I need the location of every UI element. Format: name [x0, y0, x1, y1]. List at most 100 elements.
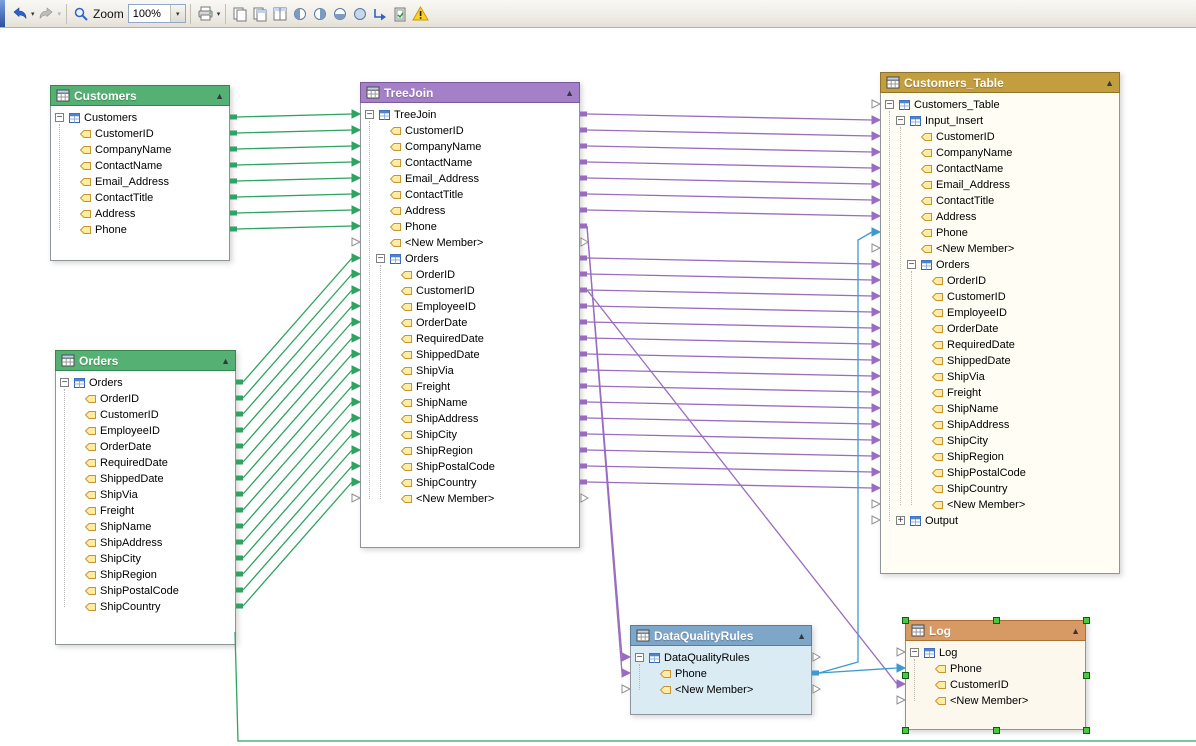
selection-handle[interactable]	[902, 672, 909, 679]
warnings-button[interactable]	[410, 2, 431, 26]
input-connector[interactable]	[622, 653, 630, 661]
connection-line[interactable]	[237, 130, 352, 133]
collapse-toggle[interactable]: −	[365, 110, 374, 119]
output-connector[interactable]	[580, 128, 587, 133]
expand-toggle[interactable]: +	[896, 516, 905, 525]
output-connector[interactable]	[230, 131, 237, 136]
tree-field-row[interactable]: <New Member>	[881, 497, 1119, 513]
collapse-toggle[interactable]: −	[896, 116, 905, 125]
tree-field-row[interactable]: <New Member>	[361, 235, 579, 251]
output-connector[interactable]	[580, 400, 587, 405]
input-connector[interactable]	[352, 430, 360, 438]
input-connector[interactable]	[872, 244, 880, 252]
connection-line[interactable]	[587, 146, 872, 152]
tree-field-row[interactable]: Phone	[881, 225, 1119, 241]
output-connector[interactable]	[580, 432, 587, 437]
component-treejoin[interactable]: TreeJoin▲−TreeJoinCustomerIDCompanyNameC…	[360, 82, 580, 548]
tree-field-row[interactable]: Freight	[361, 379, 579, 395]
component-dqr[interactable]: DataQualityRules▲−DataQualityRulesPhone<…	[630, 625, 812, 715]
connection-line[interactable]	[587, 450, 872, 456]
connection-line[interactable]	[819, 668, 897, 673]
input-connector[interactable]	[872, 260, 880, 268]
input-connector[interactable]	[352, 126, 360, 134]
output-connector[interactable]	[236, 460, 243, 465]
output-connector[interactable]	[236, 396, 243, 401]
input-connector[interactable]	[352, 318, 360, 326]
input-connector[interactable]	[872, 452, 880, 460]
tree-field-row[interactable]: ContactTitle	[881, 193, 1119, 209]
input-connector[interactable]	[352, 286, 360, 294]
tree-field-row[interactable]: ContactName	[881, 161, 1119, 177]
tree-field-row[interactable]: CustomerID	[881, 129, 1119, 145]
connection-line[interactable]	[587, 130, 872, 136]
mapping-canvas[interactable]: Customers▲−CustomersCustomerIDCompanyNam…	[0, 28, 1196, 746]
tree-field-row[interactable]: <New Member>	[631, 682, 811, 698]
input-connector[interactable]	[352, 158, 360, 166]
tree-node-row[interactable]: +Output	[881, 513, 1119, 529]
view-toggle-left-half-button[interactable]	[290, 2, 310, 26]
print-dropdown-caret[interactable]: ▾	[216, 2, 222, 26]
tree-field-row[interactable]: ShipAddress	[361, 411, 579, 427]
tree-field-row[interactable]: Email_Address	[51, 174, 229, 190]
tree-field-row[interactable]: ShipPostalCode	[56, 583, 235, 599]
connection-line[interactable]	[237, 226, 352, 229]
selection-handle[interactable]	[993, 617, 1000, 624]
tree-field-row[interactable]: OrderID	[881, 273, 1119, 289]
tree-field-row[interactable]: CompanyName	[51, 142, 229, 158]
connection-line[interactable]	[587, 306, 872, 312]
tree-field-row[interactable]: ShipVia	[881, 369, 1119, 385]
connection-line[interactable]	[237, 194, 352, 197]
connection-line[interactable]	[243, 322, 352, 446]
selection-handle[interactable]	[1083, 727, 1090, 734]
output-connector[interactable]	[230, 163, 237, 168]
output-connector[interactable]	[230, 179, 237, 184]
connection-line[interactable]	[587, 178, 872, 184]
input-connector[interactable]	[352, 350, 360, 358]
input-connector[interactable]	[352, 446, 360, 454]
connection-line[interactable]	[587, 226, 622, 657]
tree-field-row[interactable]: CustomerID	[361, 283, 579, 299]
output-connector[interactable]	[580, 256, 587, 261]
output-connector[interactable]	[580, 272, 587, 277]
input-connector[interactable]	[352, 174, 360, 182]
connection-line[interactable]	[243, 466, 352, 590]
input-connector[interactable]	[352, 110, 360, 118]
connector-routing-button[interactable]	[370, 2, 390, 26]
connection-line[interactable]	[587, 354, 872, 360]
output-connector[interactable]	[581, 238, 588, 246]
input-connector[interactable]	[872, 516, 880, 524]
input-connector[interactable]	[622, 669, 630, 677]
input-connector[interactable]	[872, 324, 880, 332]
output-connector[interactable]	[580, 480, 587, 485]
input-connector[interactable]	[897, 648, 905, 656]
tree-field-row[interactable]: ContactName	[361, 155, 579, 171]
collapse-component-icon[interactable]: ▲	[565, 88, 574, 98]
tree-field-row[interactable]: ShippedDate	[56, 471, 235, 487]
zoom-dropdown-caret[interactable]: ▾	[170, 5, 185, 22]
duplicate-page-button[interactable]	[250, 2, 270, 26]
input-connector[interactable]	[352, 366, 360, 374]
input-connector[interactable]	[872, 196, 880, 204]
tree-field-row[interactable]: Phone	[906, 661, 1085, 677]
input-connector[interactable]	[352, 462, 360, 470]
validate-mapping-button[interactable]	[390, 2, 410, 26]
tree-field-row[interactable]: Address	[881, 209, 1119, 225]
connection-line[interactable]	[243, 386, 352, 510]
tree-field-row[interactable]: ContactTitle	[51, 190, 229, 206]
input-connector[interactable]	[352, 142, 360, 150]
tree-field-row[interactable]: ShipRegion	[881, 449, 1119, 465]
output-connector[interactable]	[580, 416, 587, 421]
input-connector[interactable]	[872, 308, 880, 316]
collapse-toggle[interactable]: −	[907, 260, 916, 269]
output-connector[interactable]	[580, 464, 587, 469]
connection-line[interactable]	[243, 354, 352, 478]
tree-field-row[interactable]: ShippedDate	[361, 347, 579, 363]
output-connector[interactable]	[236, 556, 243, 561]
tree-field-row[interactable]: Address	[51, 206, 229, 222]
tree-field-row[interactable]: EmployeeID	[881, 305, 1119, 321]
connection-line[interactable]	[243, 450, 352, 574]
connection-line[interactable]	[243, 306, 352, 430]
tree-field-row[interactable]: ShipName	[361, 395, 579, 411]
collapse-toggle[interactable]: −	[376, 254, 385, 263]
input-connector[interactable]	[352, 238, 360, 246]
